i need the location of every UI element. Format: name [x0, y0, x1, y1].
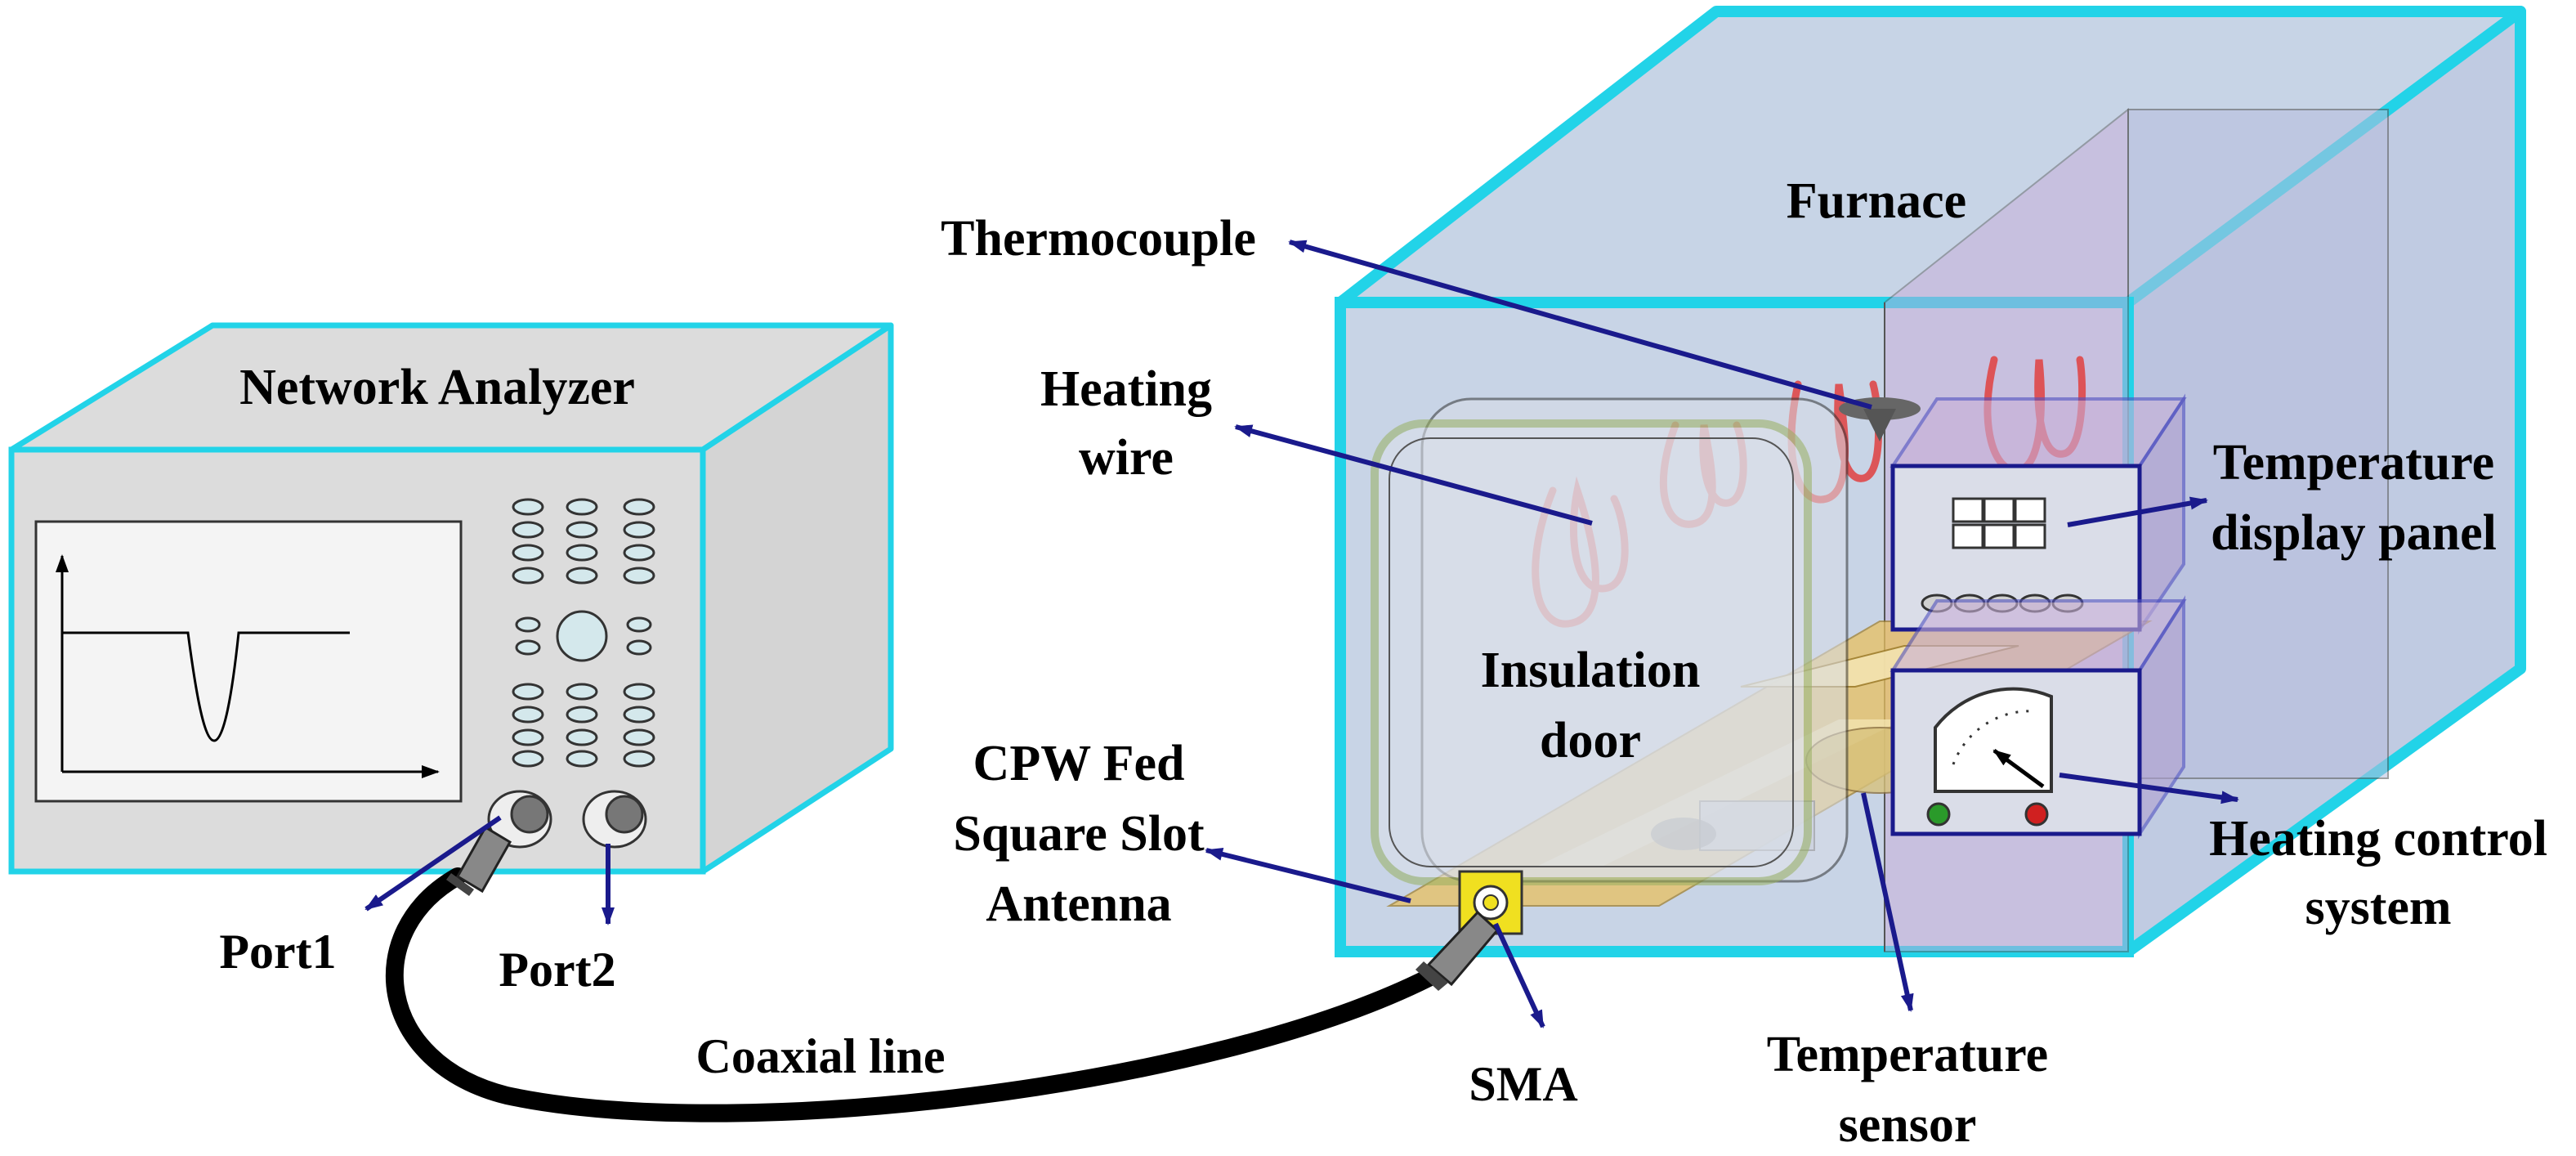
green-indicator-icon [1926, 802, 1951, 827]
port2-connector [582, 790, 647, 849]
analyzer-screen [34, 520, 463, 803]
label-temperature-sensor-2: sensor [1839, 1097, 1977, 1153]
label-temperature-display-1: Temperature [2213, 435, 2494, 491]
label-heating-control-2: system [2305, 880, 2451, 935]
label-heating-control-1: Heating control [2209, 811, 2547, 867]
label-port2: Port2 [499, 943, 615, 997]
label-insulation-door-2: door [1540, 713, 1641, 768]
network-analyzer [8, 322, 894, 875]
label-thermocouple: Thermocouple [941, 211, 1256, 267]
label-network-analyzer: Network Analyzer [239, 360, 635, 415]
heating-control-system [1890, 595, 2187, 840]
arrow-heating-control [2059, 773, 2239, 804]
arrow-thermocouple [1288, 240, 1872, 410]
arrow-temperature-sensor [1861, 792, 1914, 1012]
label-temperature-display-2: display panel [2211, 505, 2497, 561]
annotation-arrows [364, 240, 2239, 1028]
insulation-door [1371, 397, 1849, 885]
label-port1: Port1 [219, 925, 336, 979]
label-temperature-sensor-1: Temperature [1767, 1027, 2048, 1082]
label-heating-wire-1: Heating [1040, 361, 1212, 417]
label-sma: SMA [1469, 1057, 1577, 1111]
label-coaxial-line: Coaxial line [695, 1029, 945, 1083]
label-antenna-2: Square Slot [953, 806, 1205, 862]
arrow-port1 [364, 815, 502, 912]
port1-connector [487, 790, 552, 849]
arrow-heating-wire [1234, 424, 1593, 526]
label-antenna-3: Antenna [986, 876, 1171, 932]
coaxial-cable [386, 825, 1500, 1122]
keypad-buttons-icon [512, 498, 655, 768]
arrow-temperature-display [2067, 496, 2208, 527]
labels: Network Analyzer Furnace Thermocouple He… [219, 173, 2547, 1153]
arrow-sma [1493, 922, 1545, 1028]
label-insulation-door-1: Insulation [1481, 643, 1701, 698]
red-indicator-icon [2024, 802, 2049, 827]
label-furnace: Furnace [1787, 173, 1966, 229]
arrow-antenna [1205, 848, 1411, 903]
digital-readout-icon [1952, 497, 2046, 549]
label-antenna-1: CPW Fed [973, 736, 1185, 791]
dial-gauge-icon [1934, 687, 2053, 793]
label-heating-wire-2: wire [1079, 430, 1174, 486]
s11-resonance-dip-icon [56, 554, 440, 778]
